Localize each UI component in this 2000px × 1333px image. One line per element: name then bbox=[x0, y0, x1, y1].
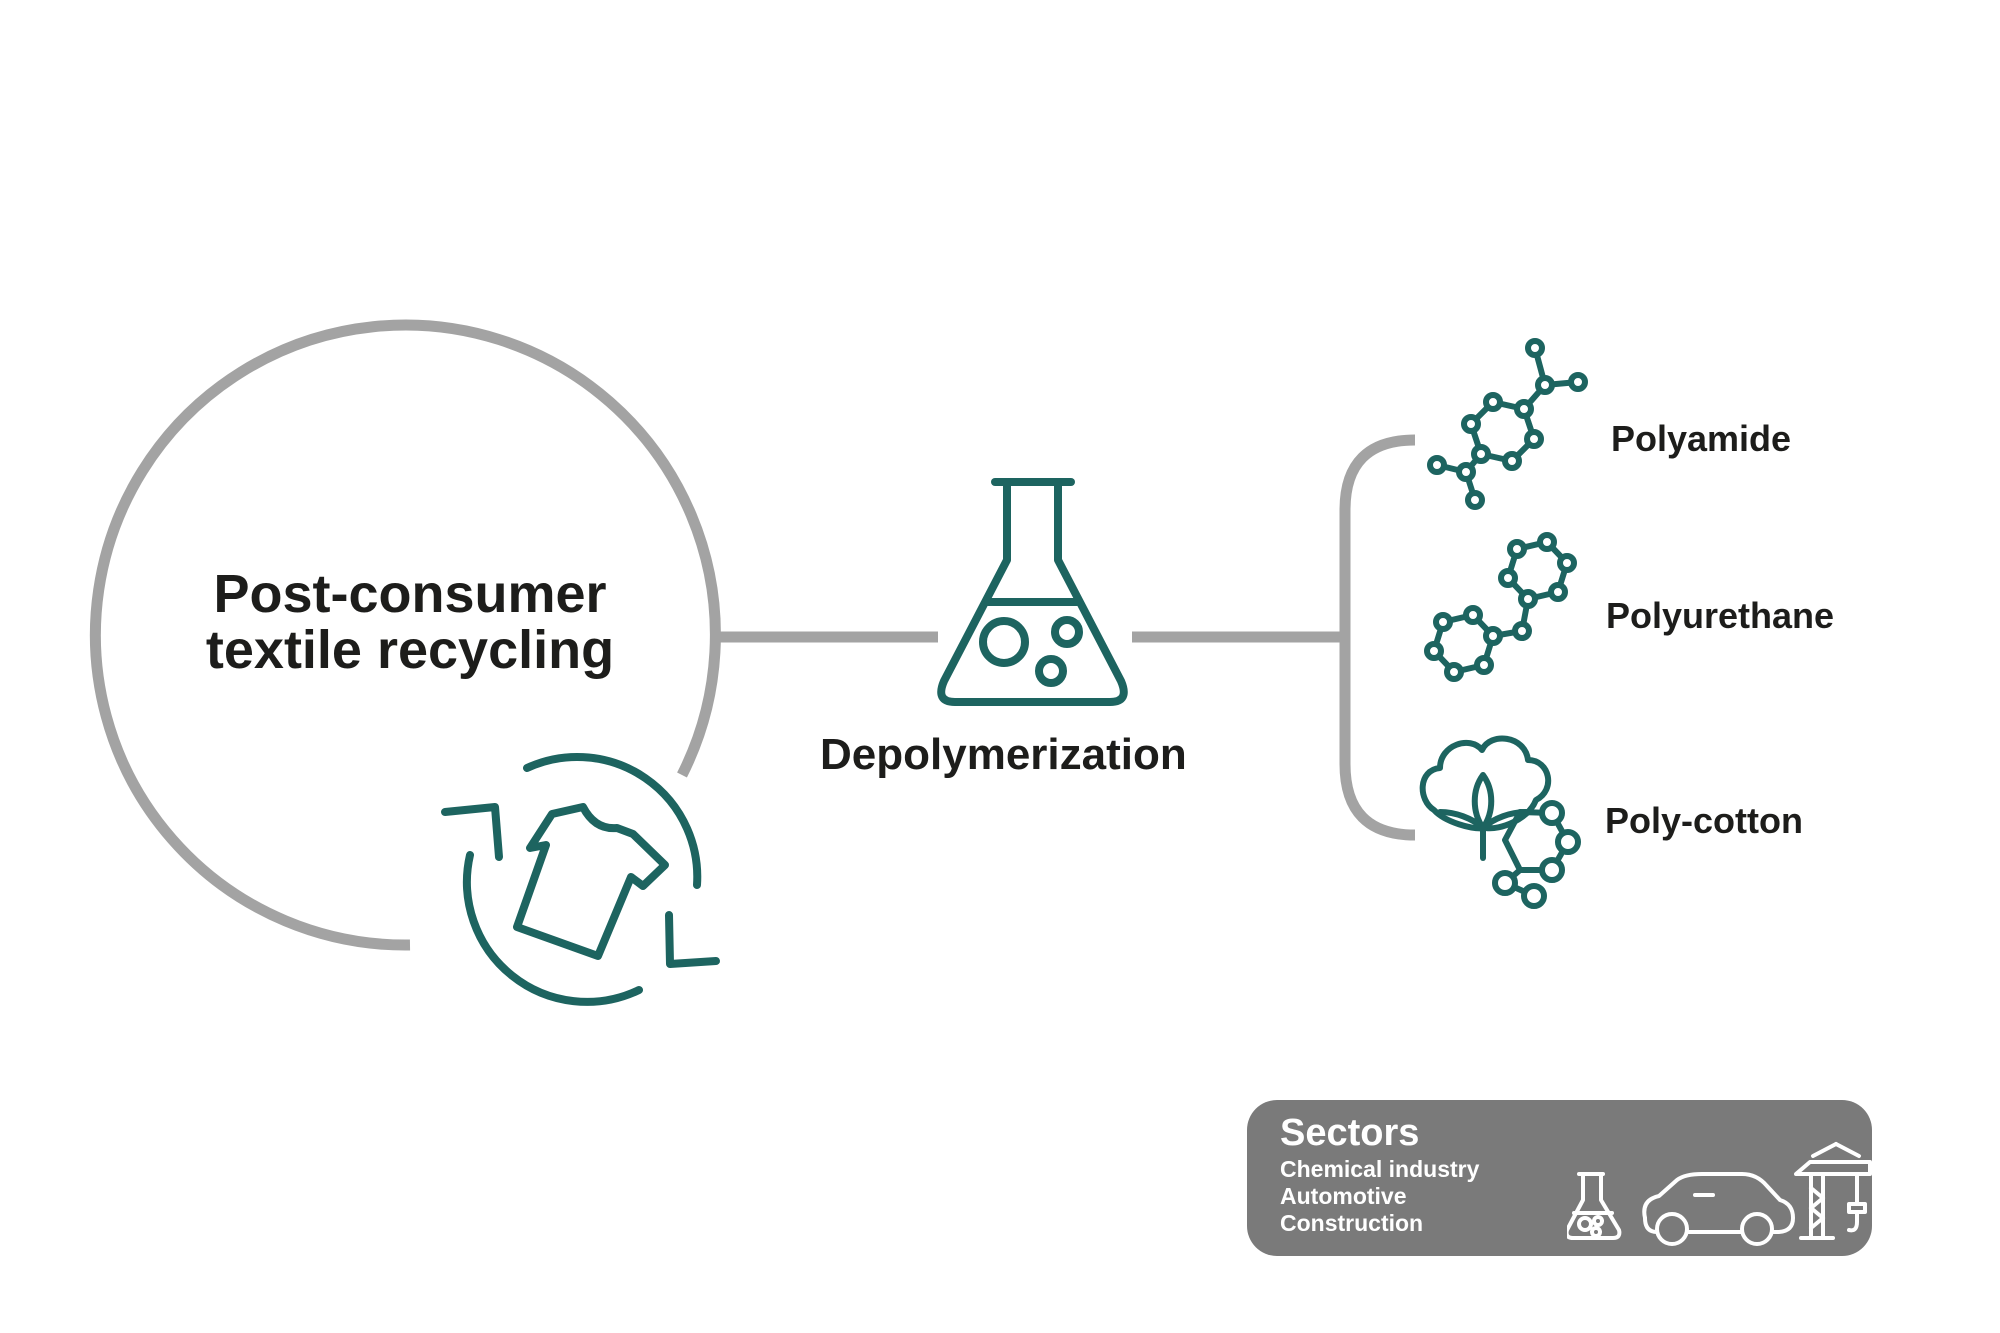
output-label-polyamide: Polyamide bbox=[1611, 418, 1792, 459]
flask-icon bbox=[1567, 1172, 1622, 1240]
output-label-poly-cotton: Poly-cotton bbox=[1605, 800, 1803, 841]
flask-icon bbox=[937, 478, 1128, 706]
source-circle-arc bbox=[89, 319, 721, 951]
output-bracket bbox=[1339, 434, 1416, 841]
sectors-panel: Sectors Chemical industry Automotive Con… bbox=[1247, 1100, 1872, 1256]
sector-item: Chemical industry bbox=[1280, 1156, 1480, 1182]
polyamide-molecule-icon bbox=[1427, 338, 1588, 510]
sector-icons bbox=[1567, 1142, 1872, 1246]
source-title-line-2: textile recycling bbox=[205, 620, 615, 680]
sector-item: Automotive bbox=[1280, 1183, 1407, 1209]
sectors-title: Sectors bbox=[1280, 1112, 1420, 1154]
output-label-polyurethane: Polyurethane bbox=[1606, 595, 1835, 636]
recycle-shirt-icon bbox=[441, 752, 720, 1006]
process-label: Depolymerization bbox=[820, 730, 1187, 779]
polyurethane-molecule-icon bbox=[1424, 532, 1577, 682]
crane-icon bbox=[1794, 1142, 1872, 1240]
sector-item: Construction bbox=[1280, 1210, 1424, 1236]
source-title-line-1: Post-consumer bbox=[213, 564, 607, 624]
source-title: Post-consumer textile recycling bbox=[160, 566, 660, 678]
cotton-molecule-icon bbox=[1419, 735, 1581, 909]
car-icon bbox=[1642, 1172, 1795, 1246]
